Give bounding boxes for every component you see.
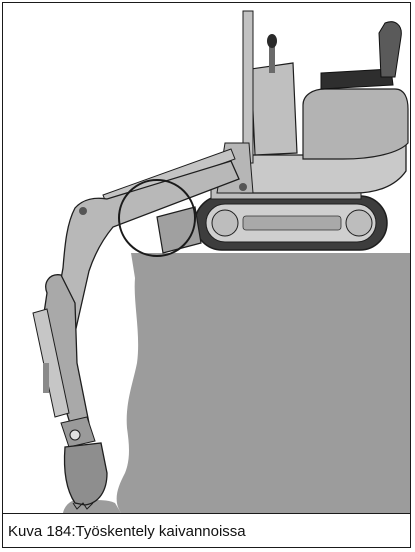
crawler-track	[195, 196, 387, 250]
bucket	[64, 443, 107, 505]
excavator-illustration	[3, 3, 410, 513]
figure-caption: Kuva 184:Työskentely kaivannoissa	[2, 513, 411, 548]
upper-structure	[211, 11, 408, 199]
ground-ledge	[117, 253, 410, 513]
